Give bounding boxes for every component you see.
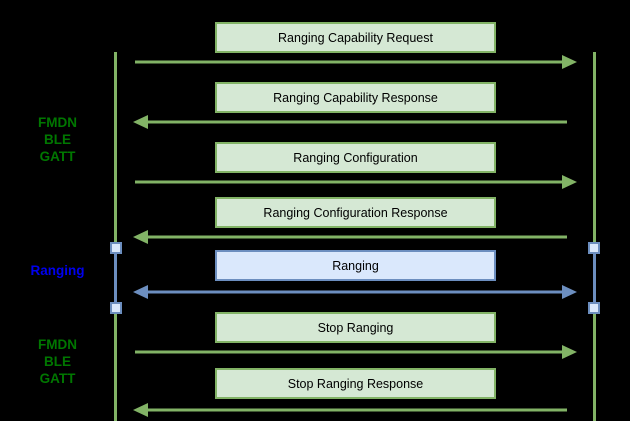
lifeline-right bbox=[593, 52, 596, 421]
arrow-shaft bbox=[135, 60, 564, 64]
message-arrow-ranging-configuration bbox=[133, 175, 577, 189]
message-label: Ranging Capability Response bbox=[273, 90, 438, 105]
arrowhead-right-icon bbox=[562, 55, 577, 69]
phase-label-fmdn-ble-gatt-top: FMDN BLE GATT bbox=[38, 115, 77, 164]
message-arrow-ranging-configuration-response bbox=[133, 230, 577, 244]
message-box-ranging-capability-request: Ranging Capability Request bbox=[215, 22, 496, 53]
ranging-activation-segment-right bbox=[593, 248, 596, 307]
arrowhead-left-icon bbox=[133, 403, 148, 417]
message-label: Ranging Capability Request bbox=[278, 30, 433, 45]
message-label: Ranging Configuration bbox=[293, 150, 418, 165]
arrowhead-left-icon bbox=[133, 285, 148, 299]
message-label: Stop Ranging Response bbox=[287, 376, 424, 391]
activation-marker-left-end bbox=[110, 302, 122, 314]
arrow-shaft bbox=[146, 120, 567, 124]
message-box-ranging-configuration: Ranging Configuration bbox=[215, 142, 496, 173]
arrow-shaft bbox=[146, 290, 564, 294]
phase-label-fmdn-ble-gatt-bottom: FMDN BLE GATT bbox=[38, 337, 77, 386]
message-arrow-stop-ranging-response bbox=[133, 403, 577, 417]
ranging-activation-segment-left bbox=[114, 248, 117, 307]
message-box-stop-ranging-response: Stop Ranging Response bbox=[215, 368, 496, 399]
activation-marker-right-start bbox=[588, 242, 600, 254]
arrow-shaft bbox=[146, 235, 567, 239]
arrowhead-right-icon bbox=[562, 345, 577, 359]
message-box-ranging: Ranging bbox=[215, 250, 496, 281]
message-arrow-ranging-capability-request bbox=[133, 55, 577, 69]
message-arrow-ranging-capability-response bbox=[133, 115, 577, 129]
arrow-shaft bbox=[135, 350, 564, 354]
phase-label-ranging: Ranging bbox=[30, 263, 85, 278]
message-box-stop-ranging: Stop Ranging bbox=[215, 312, 496, 343]
arrowhead-left-icon bbox=[133, 230, 148, 244]
arrow-shaft bbox=[135, 180, 564, 184]
activation-marker-right-end bbox=[588, 302, 600, 314]
message-label: Ranging bbox=[332, 258, 379, 273]
activation-marker-left-start bbox=[110, 242, 122, 254]
message-arrow-ranging-bidirectional bbox=[133, 285, 577, 299]
arrowhead-right-icon bbox=[562, 285, 577, 299]
lifeline-left bbox=[114, 52, 117, 421]
message-label: Stop Ranging bbox=[317, 320, 394, 335]
message-box-ranging-capability-response: Ranging Capability Response bbox=[215, 82, 496, 113]
arrow-shaft bbox=[146, 408, 567, 412]
arrowhead-left-icon bbox=[133, 115, 148, 129]
message-arrow-stop-ranging bbox=[133, 345, 577, 359]
message-label: Ranging Configuration Response bbox=[263, 205, 448, 220]
arrowhead-right-icon bbox=[562, 175, 577, 189]
message-box-ranging-configuration-response: Ranging Configuration Response bbox=[215, 197, 496, 228]
